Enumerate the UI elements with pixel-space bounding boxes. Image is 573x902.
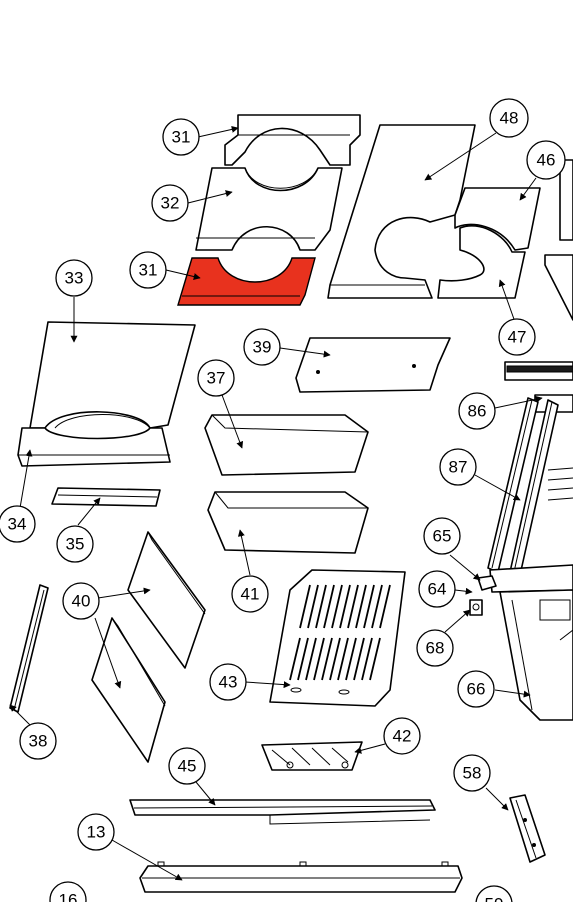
callout-label: 37	[207, 369, 226, 388]
callout-68: 68	[416, 629, 454, 667]
callout-label: 39	[253, 338, 272, 357]
callout-13: 13	[77, 813, 115, 851]
callout-label: 48	[500, 109, 519, 128]
right-frame-assembly	[487, 159, 573, 721]
callout-43: 43	[209, 663, 247, 701]
callout-31-top: 31	[162, 118, 200, 156]
part-13-bar	[139, 861, 463, 893]
callout-87: 87	[439, 448, 477, 486]
highlighted-brick-shape	[177, 257, 316, 306]
callout-label: 46	[537, 151, 556, 170]
callout-label: 64	[428, 580, 447, 599]
callout-66: 66	[457, 670, 495, 708]
callout-48: 48	[489, 98, 529, 138]
callout-label: 31	[172, 128, 191, 147]
callout-label: 40	[72, 592, 91, 611]
callout-label: 59	[485, 895, 504, 902]
callout-label: 41	[241, 585, 260, 604]
callout-39: 39	[243, 328, 281, 366]
callout-label: 16	[59, 891, 78, 902]
grate-slots	[289, 584, 391, 681]
callout-label: 32	[161, 194, 180, 213]
part-48-plate	[327, 124, 476, 299]
callout-label: 47	[508, 328, 527, 347]
callout-label: 13	[87, 823, 106, 842]
part-31-top-brick	[224, 114, 361, 166]
callout-41: 41	[231, 575, 269, 613]
callout-86: 86	[458, 392, 496, 430]
callout-label: 86	[468, 402, 487, 421]
callout-34: 34	[0, 505, 36, 543]
callout-47: 47	[498, 318, 536, 356]
callout-40: 40	[62, 582, 100, 620]
callout-label: 45	[178, 757, 197, 776]
callout-42: 42	[383, 717, 421, 755]
callout-label: 38	[29, 732, 48, 751]
leader-lines	[9, 125, 543, 881]
part-40-plate-lower	[91, 617, 166, 763]
callout-35: 35	[56, 525, 94, 563]
part-46-brick	[454, 187, 541, 251]
callout-45: 45	[168, 747, 206, 785]
part-31-highlighted-brick	[177, 257, 316, 306]
callout-label: 33	[65, 269, 84, 288]
part-40-plate-upper	[127, 531, 206, 669]
callout-label: 42	[393, 727, 412, 746]
part-35-rail	[51, 487, 161, 507]
callout-46: 46	[526, 140, 566, 180]
callout-label: 31	[139, 261, 158, 280]
part-45-rail	[129, 799, 436, 825]
callout-label: 35	[66, 535, 85, 554]
small-parts-64-65-68	[469, 575, 497, 616]
part-42-grate-piece	[261, 741, 363, 771]
part-37-brick	[204, 414, 369, 476]
part-34-base-brick	[17, 427, 171, 467]
callout-label: 68	[426, 639, 445, 658]
part-41-brick	[207, 491, 369, 554]
callout-label: 58	[463, 764, 482, 783]
callout-64: 64	[418, 570, 456, 608]
callout-37: 37	[197, 359, 235, 397]
callout-38: 38	[19, 722, 57, 760]
callout-58: 58	[453, 754, 491, 792]
callout-label: 87	[449, 458, 468, 477]
part-32-brick	[195, 167, 343, 251]
part-58-bracket	[509, 794, 546, 863]
callout-label: 43	[219, 673, 238, 692]
part-39-plate	[295, 337, 451, 393]
callout-33: 33	[55, 259, 93, 297]
callout-label: 34	[8, 515, 27, 534]
part-38-strip	[9, 584, 49, 713]
part-33-top-plate	[29, 321, 196, 429]
callout-31-bottom: 31	[129, 251, 167, 289]
callout-label: 66	[467, 680, 486, 699]
callout-label: 65	[433, 527, 452, 546]
callout-16: 16	[49, 881, 87, 902]
callout-32: 32	[151, 184, 189, 222]
callout-59: 59	[475, 885, 513, 902]
part-43-grate	[269, 569, 406, 707]
callout-65: 65	[423, 517, 461, 555]
